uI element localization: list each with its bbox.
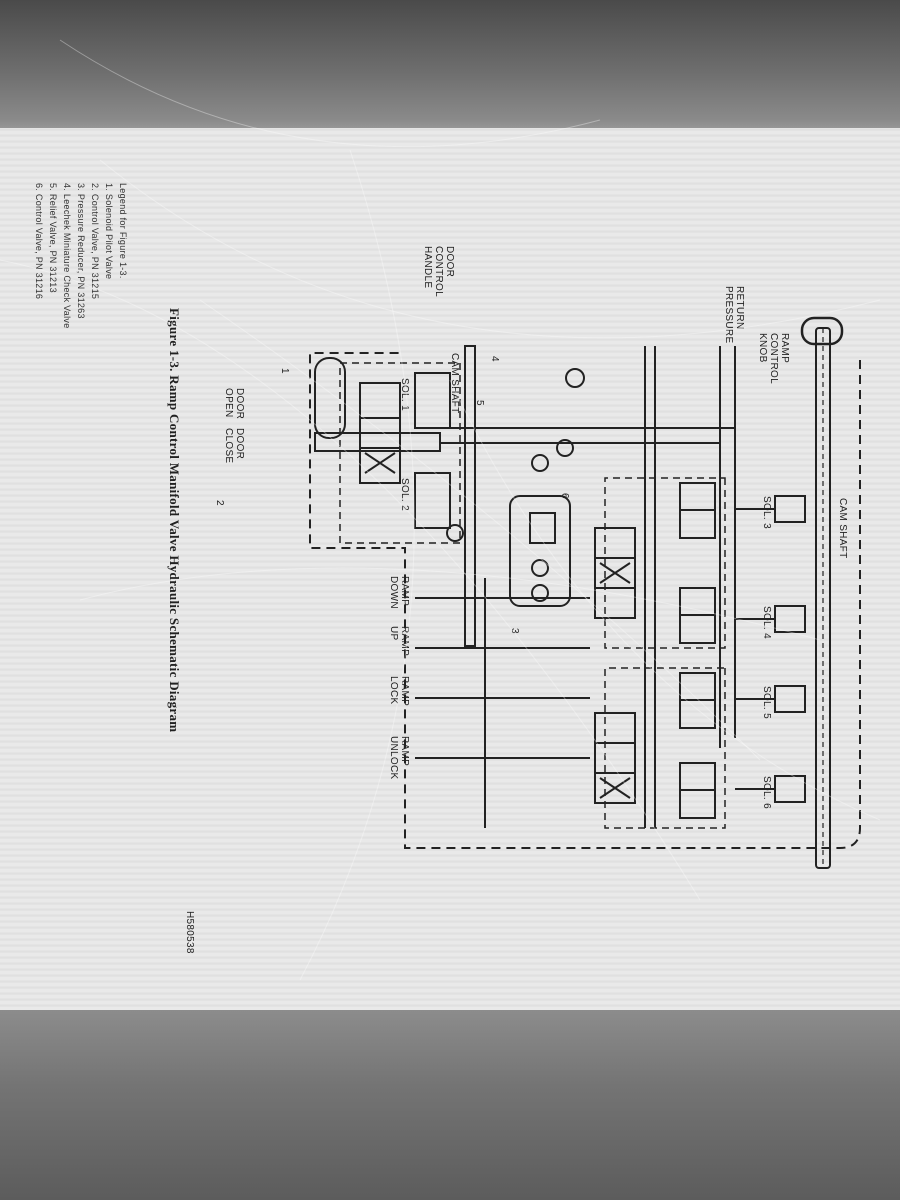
- return-pressure-label: RETURN PRESSURE: [723, 286, 745, 343]
- sol-1-label: SOL. 1: [399, 378, 410, 411]
- legend-text: Control Valve, PN 31215: [90, 193, 100, 300]
- ramp-lock-line-1: RAMP: [399, 676, 410, 707]
- door-close-line-2: CLOSE: [223, 428, 234, 464]
- sol-4-label: SOL. 4: [761, 606, 772, 639]
- door-close-line-1: DOOR: [234, 428, 245, 460]
- ramp-up-line-2: UP: [388, 626, 399, 641]
- solenoid-4-body: [735, 605, 806, 633]
- hydraulic-schematic: [309, 316, 861, 869]
- drawing-id: H580538: [184, 911, 195, 954]
- ramp-control-knob-line-2: CONTROL: [768, 333, 779, 384]
- rotated-figure: RAMP CONTROL KNOB RETURN PRESSURE CAM SH…: [0, 128, 900, 1010]
- legend-item: 2. Control Valve, PN 31215: [88, 183, 102, 329]
- legend-num: 2.: [90, 183, 100, 192]
- ramp-control-knob-label: RAMP CONTROL KNOB: [757, 333, 790, 384]
- solenoid-6-body: [735, 775, 806, 803]
- check-valve-5a: [556, 439, 574, 457]
- cam-shaft-left-label: CAM SHAFT: [449, 353, 460, 414]
- ramp-control-knob: [800, 316, 844, 346]
- door-open-label: DOOR OPEN: [223, 388, 245, 419]
- solenoid-3-body: [735, 495, 806, 523]
- legend-num: 1.: [104, 183, 114, 192]
- sol-6-label: SOL. 6: [761, 776, 772, 809]
- control-valve-6: [594, 527, 636, 619]
- sol-5-label: SOL. 5: [761, 686, 772, 719]
- callout-2: 2: [214, 500, 225, 506]
- legend-num: 4.: [62, 183, 72, 192]
- legend-num: 5.: [48, 183, 58, 192]
- manifold-boundary: [309, 352, 861, 849]
- sol-2-label: SOL. 2: [399, 478, 410, 511]
- legend-item: 1. Solenoid Pilot Valve: [102, 183, 116, 329]
- check-valve-4: [565, 368, 585, 388]
- sol-3-label: SOL. 3: [761, 496, 772, 529]
- pilot-valve-sol1: [414, 372, 451, 429]
- ramp-down-label: RAMP DOWN: [388, 576, 410, 609]
- ramp-unlock-line-2: UNLOCK: [388, 736, 399, 780]
- door-open-line-2: OPEN: [223, 388, 234, 418]
- ramp-unlock-label: RAMP UNLOCK: [388, 736, 410, 779]
- control-valve-2-right: [594, 712, 636, 804]
- legend-text: Solenoid Pilot Valve: [104, 193, 114, 280]
- legend-text: Relief Valve, PN 31213: [48, 193, 58, 293]
- legend-text: Control Valve, PN 31216: [34, 193, 44, 300]
- door-close-label: DOOR CLOSE: [223, 428, 245, 463]
- legend: Legend for Figure 1-3. 1. Solenoid Pilot…: [32, 183, 130, 329]
- callout-1: 1: [279, 368, 290, 374]
- ramp-up-label: RAMP UP: [388, 626, 410, 656]
- legend-num: 3.: [76, 183, 86, 192]
- legend-item: 3. Pressure Reducer, PN 31263: [74, 183, 88, 329]
- ramp-down-line-1: RAMP: [399, 576, 410, 607]
- document-page: RAMP CONTROL KNOB RETURN PRESSURE CAM SH…: [0, 128, 900, 1010]
- callout-4: 4: [489, 356, 500, 362]
- pressure-reducer: [509, 495, 571, 607]
- figure-caption: Figure 1-3. Ramp Control Manifold Valve …: [167, 308, 182, 733]
- door-control-handle-line-1: DOOR: [444, 246, 455, 278]
- ramp-down-line-2: DOWN: [388, 576, 399, 609]
- legend-num: 6.: [34, 183, 44, 192]
- ramp-lock-label: RAMP LOCK: [388, 676, 410, 706]
- solenoid-5-body: [735, 685, 806, 713]
- legend-item: 4. Leechek Miniature Check Valve: [60, 183, 74, 329]
- ramp-unlock-line-1: RAMP: [399, 736, 410, 767]
- screen-bottom-band: [0, 1010, 900, 1200]
- door-control-handle-line-3: HANDLE: [422, 246, 433, 289]
- ramp-control-knob-line-1: RAMP: [779, 333, 790, 364]
- ramp-lock-line-2: LOCK: [388, 676, 399, 705]
- legend-item: 6. Control Valve, PN 31216: [32, 183, 46, 329]
- ramp-up-line-1: RAMP: [399, 626, 410, 657]
- callout-3: 3: [509, 628, 520, 634]
- door-control-handle-line-2: CONTROL: [433, 246, 444, 297]
- callout-5: 5: [474, 400, 485, 406]
- door-open-line-1: DOOR: [234, 388, 245, 420]
- door-control-handle: [314, 357, 346, 439]
- door-control-handle-label: DOOR CONTROL HANDLE: [422, 246, 455, 297]
- pilot-valve-sol2: [414, 472, 451, 529]
- check-valve-5b: [531, 454, 549, 472]
- pressure-label: PRESSURE: [723, 286, 734, 344]
- ramp-control-knob-line-3: KNOB: [757, 333, 768, 363]
- cam-shaft-top-label: CAM SHAFT: [837, 498, 848, 559]
- legend-title: Legend for Figure 1-3.: [118, 183, 128, 279]
- legend-text: Leechek Miniature Check Valve: [62, 193, 72, 329]
- return-label: RETURN: [734, 286, 745, 330]
- legend-text: Pressure Reducer, PN 31263: [76, 193, 86, 319]
- callout-6: 6: [559, 493, 570, 499]
- legend-item: 5. Relief Valve, PN 31213: [46, 183, 60, 329]
